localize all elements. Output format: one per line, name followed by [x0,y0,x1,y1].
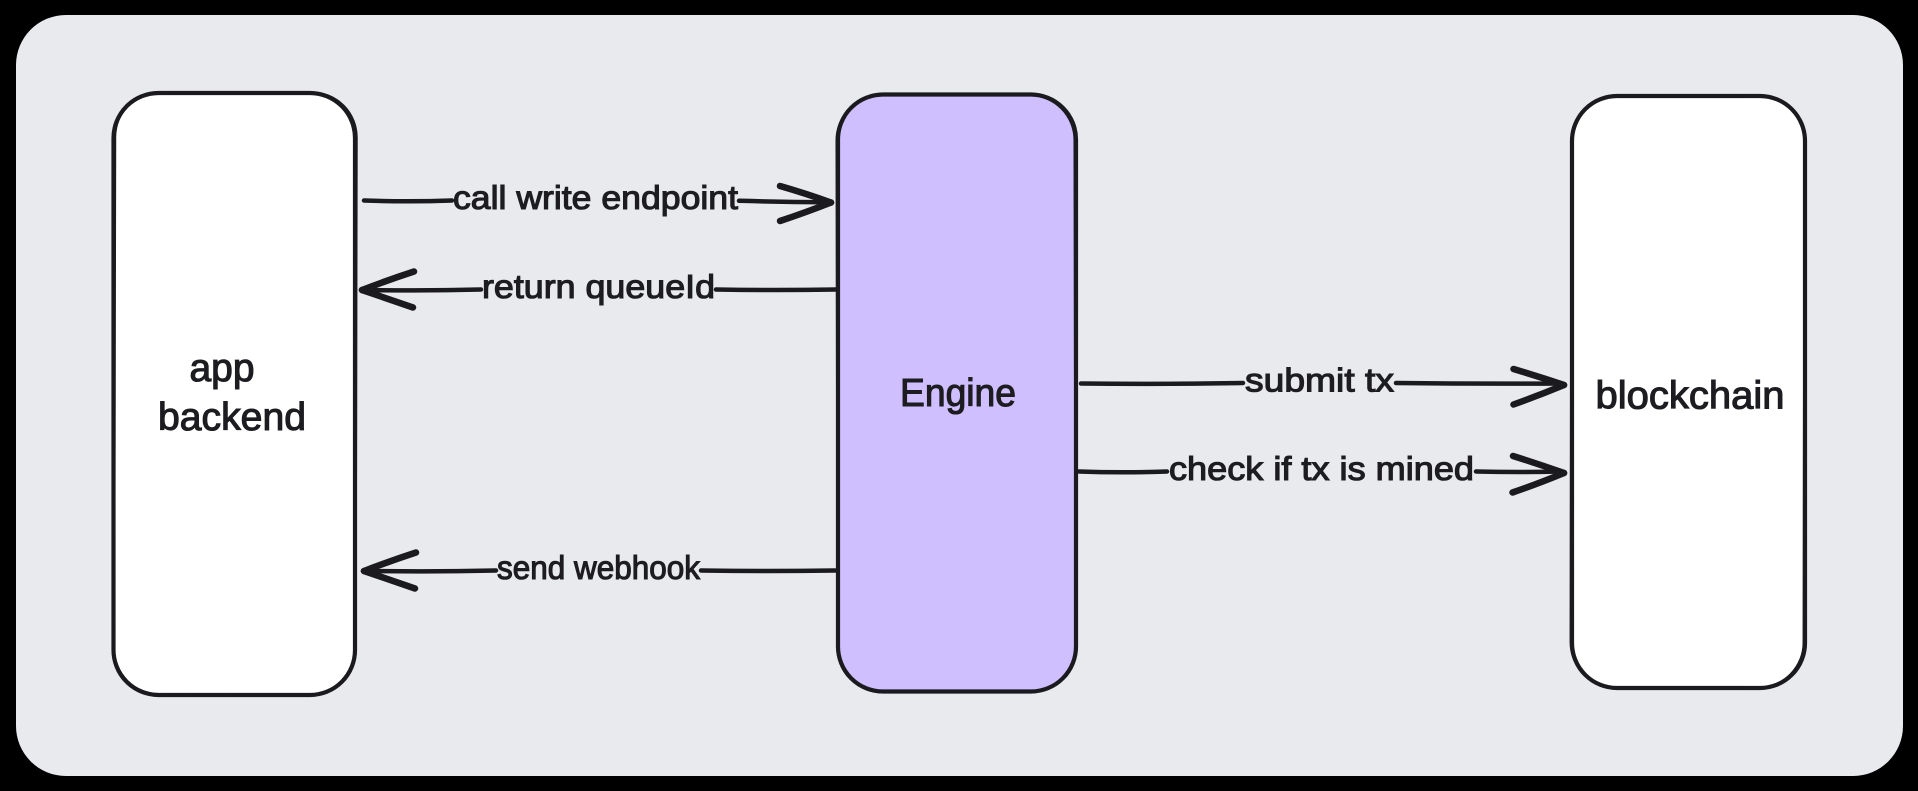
svg-text:blockchain: blockchain [1596,375,1785,418]
svg-text:Engine: Engine [900,372,1016,415]
svg-text:call write endpoint: call write endpoint [453,179,738,216]
svg-text:return queueId: return queueId [482,268,715,305]
svg-text:send webhook: send webhook [497,549,700,586]
svg-text:app: app [190,347,255,390]
svg-text:submit tx: submit tx [1245,362,1395,399]
svg-text:check if tx is mined: check if tx is mined [1169,450,1474,487]
svg-text:backend: backend [158,396,306,439]
